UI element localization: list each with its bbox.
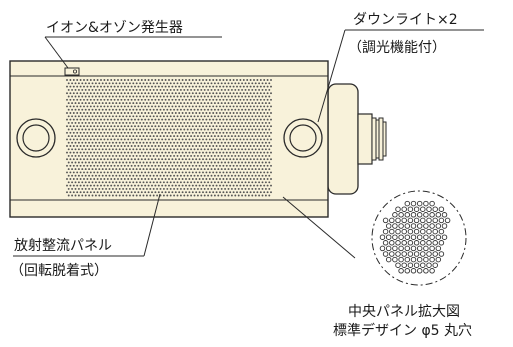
downlight-left [16,118,56,158]
ion-generator-unit [64,67,80,76]
leader-zoom [282,196,356,259]
label-ion-generator: イオン&オゾン発生器 [46,20,183,36]
zoom-perforation [379,200,451,274]
label-downlight: ダウンライト×2 [353,12,458,28]
label-radiant-panel-sub: （回転脱着式） [10,263,108,279]
label-radiant-panel: 放射整流パネル [14,238,112,254]
leader-lines [13,29,484,259]
zoom-magnifier [371,190,467,286]
radiant-panel-perforation [66,79,272,197]
side-housing [327,83,359,195]
pipe-connector [357,113,373,165]
leader-ion-drop [44,36,69,69]
leader-downlight-drop [317,29,346,123]
downlight-right [283,118,323,158]
label-zoom-title: 中央パネル拡大図 [348,304,460,320]
label-zoom-sub: 標準デザイン φ5 丸穴 [333,323,473,339]
label-downlight-sub: （調光機能付） [348,40,446,56]
pipe-ribs [371,117,387,161]
ion-generator-dot [73,69,78,74]
leader-panel-drop [143,193,161,257]
